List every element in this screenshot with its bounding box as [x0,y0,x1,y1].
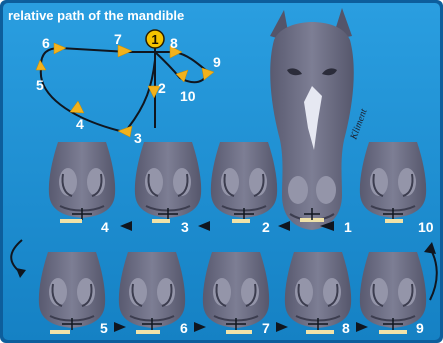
step-label-6: 6 [42,35,50,51]
muzzle-panel-2 [211,142,277,223]
step-label-9: 9 [213,54,221,70]
muzzle-panel-3 [135,142,201,223]
muzzle-panel-10 [360,142,426,223]
step-label-8: 8 [170,35,178,51]
panel-label-7: 7 [262,320,270,336]
panel-label-1: 1 [344,219,352,235]
panel-label-5: 5 [100,320,108,336]
step-label-2: 2 [158,80,166,96]
step-label-3: 3 [134,130,142,146]
step-label-7: 7 [114,31,122,47]
panel-label-10: 10 [418,219,434,235]
panel-label-8: 8 [342,320,350,336]
panel-label-9: 9 [416,320,424,336]
diagram-title: relative path of the mandible [8,8,184,23]
panel-label-6: 6 [180,320,188,336]
muzzle-panel-4 [49,142,115,223]
step-label-10: 10 [180,88,196,104]
step-label-4: 4 [76,116,84,132]
panel-label-4: 4 [101,219,109,235]
start-badge-label: 1 [151,32,158,47]
panel-label-3: 3 [181,219,189,235]
step-label-5: 5 [36,77,44,93]
panel-label-2: 2 [262,219,270,235]
